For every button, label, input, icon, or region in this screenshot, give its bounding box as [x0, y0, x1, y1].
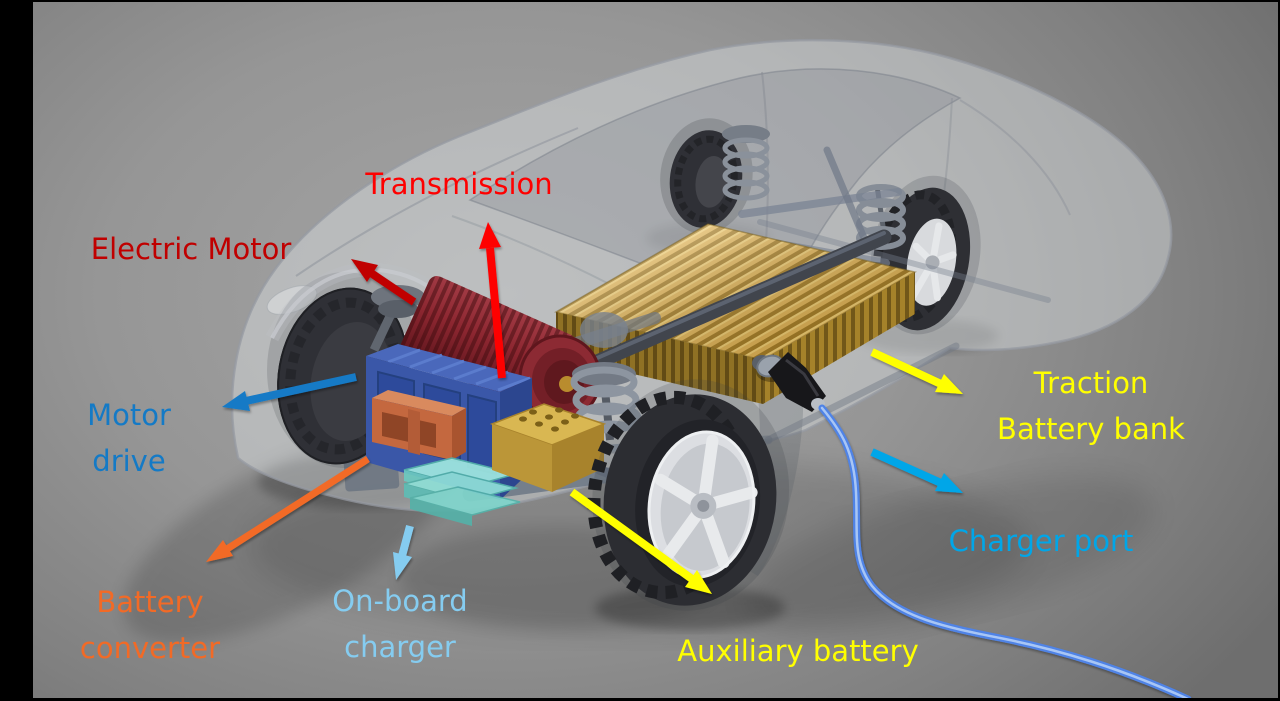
annotation-arrows	[206, 222, 963, 594]
label-electric-motor: Electric Motor	[91, 226, 291, 272]
charger-port-plug	[752, 352, 826, 412]
front-right-wheel	[587, 379, 790, 611]
frame-bottom-bar	[0, 698, 1280, 701]
label-transmission: Transmission	[365, 161, 552, 207]
label-auxiliary-battery: Auxiliary battery	[677, 628, 918, 674]
battery-converter-unit	[372, 390, 466, 460]
driveshaft-rail	[580, 229, 892, 374]
rear-window-line	[959, 99, 1071, 216]
frame-left-bar	[0, 0, 33, 701]
rear-left-wheel	[660, 118, 753, 234]
label-electric-motor-line1: Electric Motor	[90, 232, 292, 266]
label-battery-converter: Battery converter	[80, 579, 220, 672]
rear-right-spring	[856, 184, 906, 250]
electric-motor-arrow	[351, 259, 417, 306]
label-charger-port: Charger port	[949, 518, 1134, 564]
hood-crease-line	[295, 127, 579, 277]
label-transmission-line1: Transmission	[365, 167, 553, 201]
label-charger-port-line1: Charger port	[948, 524, 1134, 558]
transmission-arrow	[479, 222, 506, 379]
label-motor-drive-line2: drive	[92, 444, 166, 479]
label-traction-battery-line2: Battery bank	[997, 412, 1185, 447]
label-battery-converter-line1: Battery	[96, 585, 204, 619]
auxiliary-battery-arrow	[569, 488, 712, 594]
label-traction-battery-line1: Traction	[1033, 366, 1149, 400]
label-onboard-charger-line2: charger	[344, 630, 456, 665]
label-auxiliary-battery-line1: Auxiliary battery	[677, 634, 919, 668]
charger-cable	[818, 404, 1192, 701]
label-onboard-charger-line1: On-board	[332, 584, 468, 618]
label-onboard-charger: On-board charger	[332, 578, 467, 671]
frame-top-bar	[0, 0, 1280, 2]
label-battery-converter-line2: converter	[79, 631, 221, 666]
onboard-charger-arrow	[393, 524, 414, 580]
charger-port-arrow	[870, 448, 963, 493]
battery-converter-arrow	[206, 456, 370, 562]
frame-right-bar	[1278, 0, 1280, 701]
label-traction-battery-bank: Traction Battery bank	[997, 360, 1185, 453]
label-motor-drive-line1: Motor	[87, 398, 171, 432]
label-motor-drive: Motor drive	[87, 392, 171, 485]
motor-drive-arrow	[222, 373, 357, 411]
transmission-unit	[564, 312, 661, 351]
rear-left-spring	[722, 125, 770, 201]
auxiliary-battery-unit	[489, 403, 607, 492]
traction-battery-arrow	[870, 348, 963, 394]
